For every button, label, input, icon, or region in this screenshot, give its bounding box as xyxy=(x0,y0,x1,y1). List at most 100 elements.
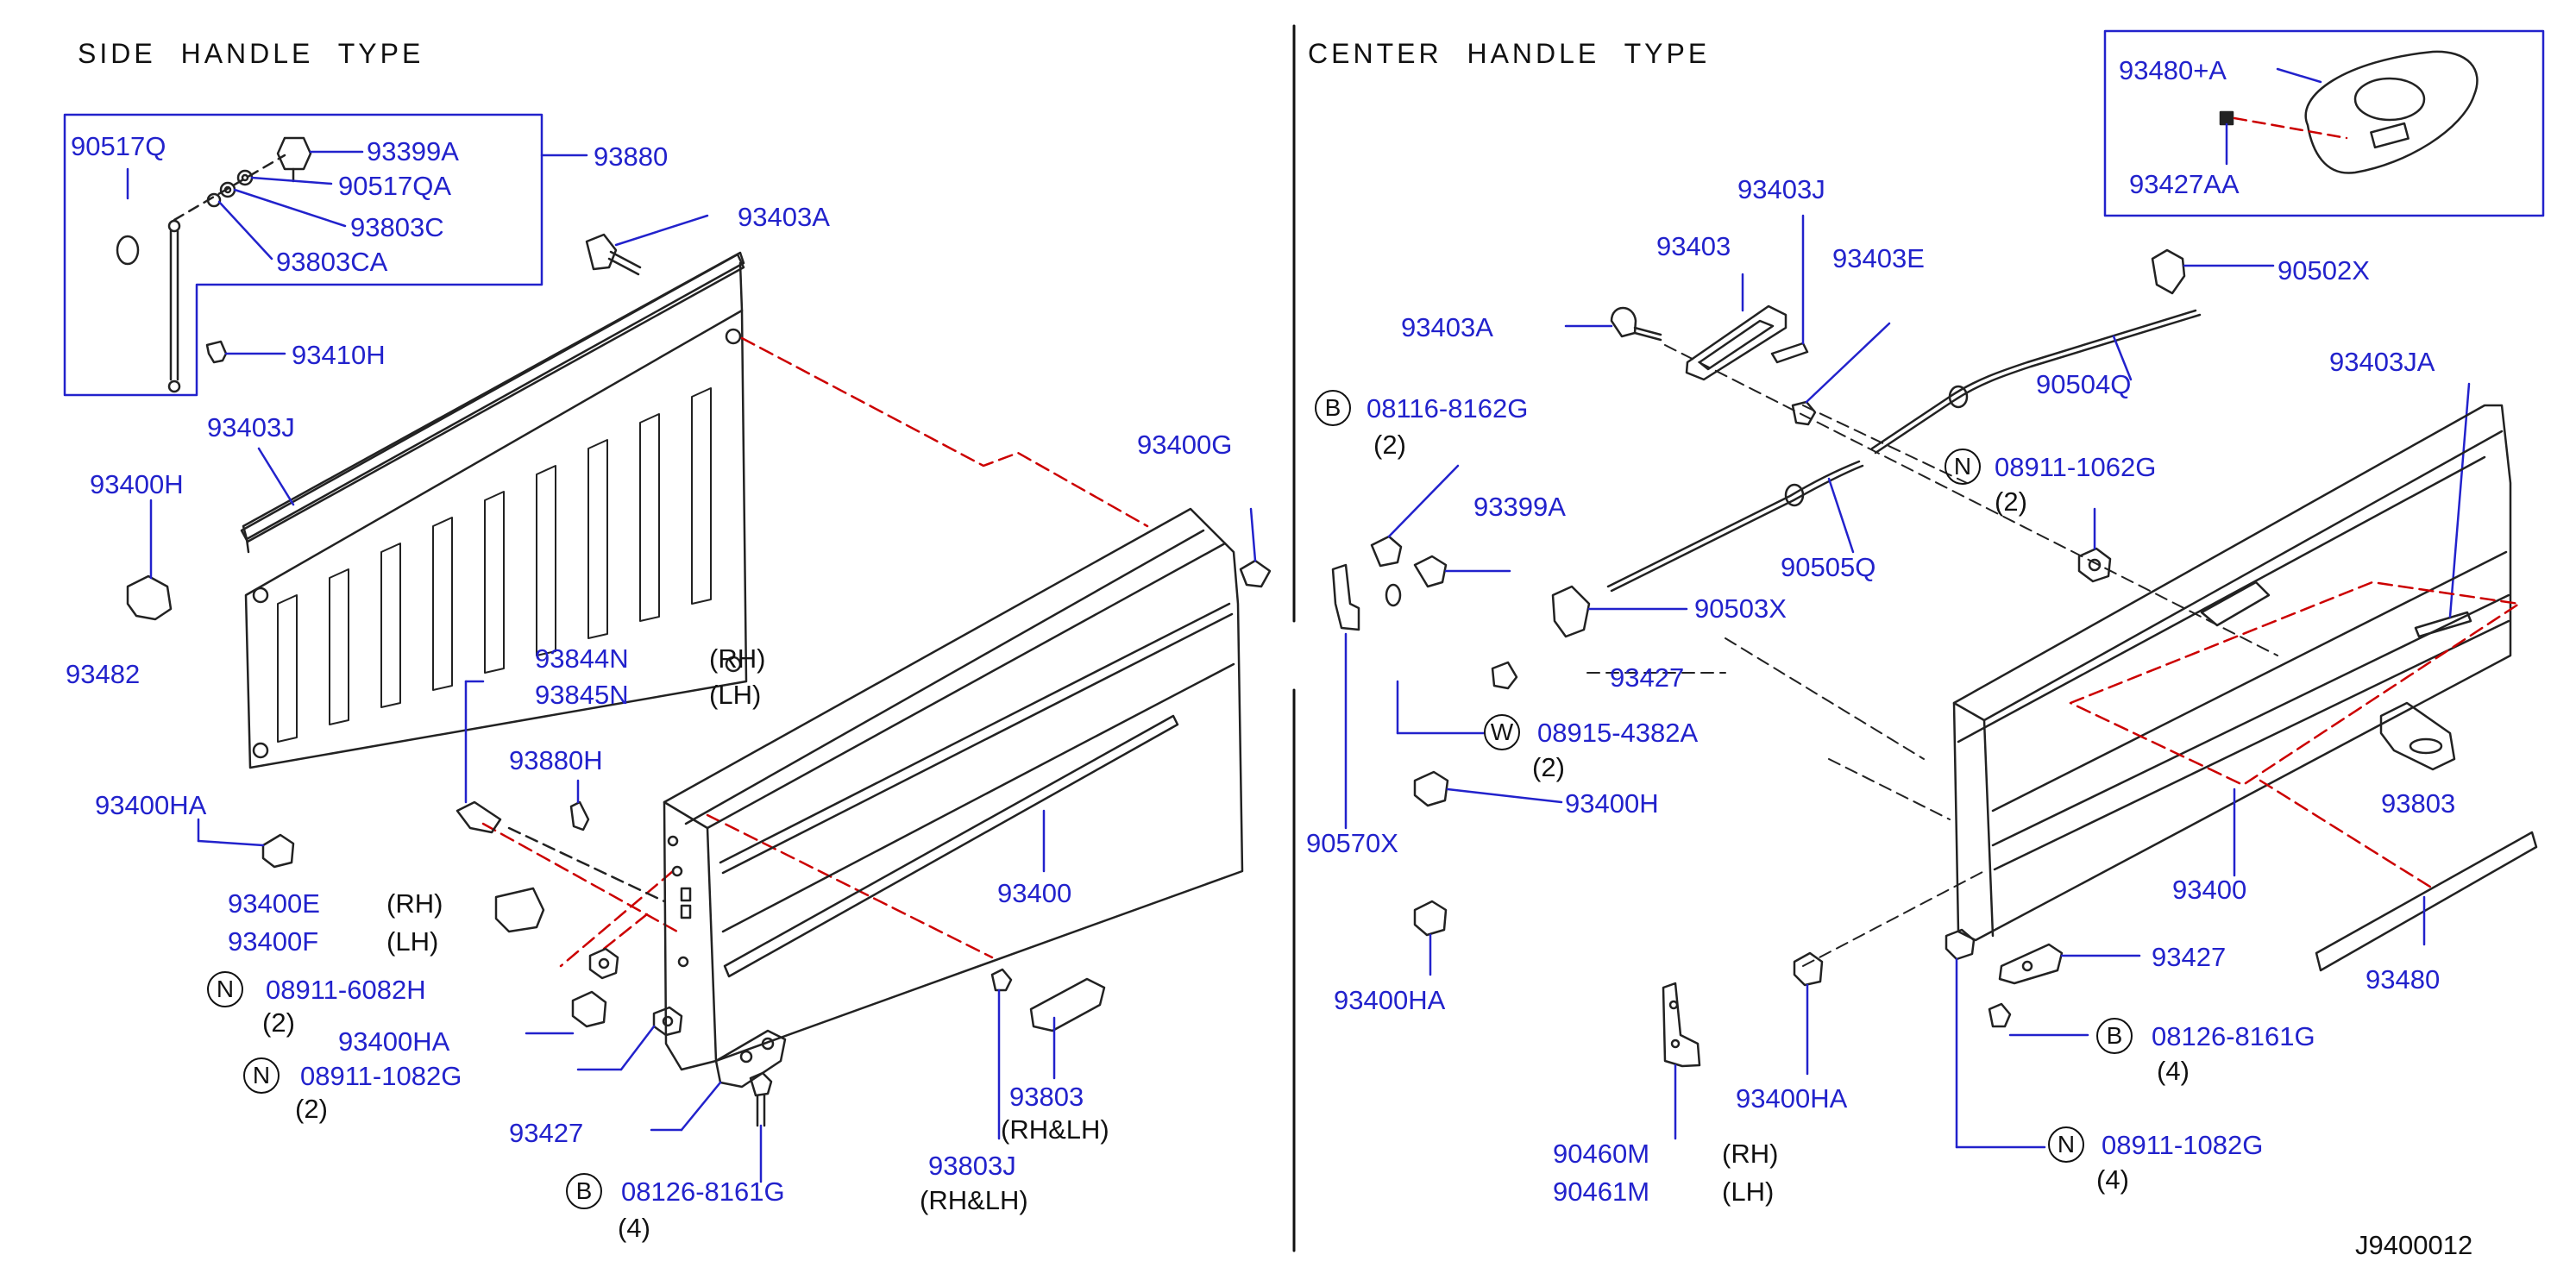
bracket-90570X xyxy=(1331,563,1360,830)
part-93803[interactable]: 93803 xyxy=(1009,1082,1084,1112)
part-08911-1082G-center[interactable]: 08911-1082G xyxy=(2102,1130,2264,1160)
qty-b-1: (4) xyxy=(618,1213,650,1243)
symbol-n-3: N xyxy=(1945,449,1981,485)
part-93400HA-center-a[interactable]: 93400HA xyxy=(1334,985,1446,1015)
bumper-93400HA-center-b xyxy=(1793,951,1824,1076)
part-90570X[interactable]: 90570X xyxy=(1306,828,1398,858)
nut-08911-1082G xyxy=(576,1006,683,1071)
part-90503X[interactable]: 90503X xyxy=(1694,593,1787,624)
part-93880[interactable]: 93880 xyxy=(594,141,669,172)
part-93399A[interactable]: 93399A xyxy=(367,136,459,166)
part-93403E[interactable]: 93403E xyxy=(1832,243,1925,273)
bumper-93400H-center xyxy=(1413,770,1563,807)
label-rh-b: (RH) xyxy=(386,888,443,919)
hinge-93427 xyxy=(650,1029,787,1132)
part-93400E[interactable]: 93400E xyxy=(228,888,320,919)
part-93844N[interactable]: 93844N xyxy=(535,643,629,674)
part-93400HA-b[interactable]: 93400HA xyxy=(338,1026,450,1057)
part-90517QA[interactable]: 90517QA xyxy=(338,171,451,201)
label-lh-center: (LH) xyxy=(1722,1176,1775,1207)
symbol-b-3: B xyxy=(2096,1018,2133,1054)
label-rhlh-a: (RH&LH) xyxy=(1001,1114,1109,1145)
part-90504Q[interactable]: 90504Q xyxy=(2036,369,2132,399)
qty-n-1: (2) xyxy=(262,1007,295,1038)
part-90502X[interactable]: 90502X xyxy=(2278,255,2370,285)
bolt-93403A xyxy=(585,214,709,276)
tailgate-strut xyxy=(116,154,286,393)
part-93399A-center[interactable]: 93399A xyxy=(1473,492,1566,522)
part-08911-6082H[interactable]: 08911-6082H xyxy=(266,975,426,1005)
part-93400F[interactable]: 93400F xyxy=(228,926,319,957)
part-08116-8162G[interactable]: 08116-8162G xyxy=(1367,393,1529,424)
part-93803C[interactable]: 93803C xyxy=(350,212,444,242)
part-90461M[interactable]: 90461M xyxy=(1553,1176,1650,1207)
part-08126-8161G-center[interactable]: 08126-8161G xyxy=(2152,1021,2315,1051)
symbol-w: W xyxy=(1484,714,1520,750)
handle-93803 xyxy=(1029,977,1106,1080)
part-93880H[interactable]: 93880H xyxy=(509,745,603,775)
clip-93427AA xyxy=(2219,110,2234,126)
part-08126-8161G[interactable]: 08126-8161G xyxy=(621,1176,785,1207)
label-rh-a: (RH) xyxy=(709,643,766,674)
bolt-93399A-center xyxy=(1413,555,1511,588)
part-90517Q[interactable]: 90517Q xyxy=(71,131,166,161)
part-93480[interactable]: 93480 xyxy=(2366,964,2441,995)
part-93403A[interactable]: 93403A xyxy=(738,202,830,232)
emblem-plate xyxy=(2276,50,2479,174)
part-93427[interactable]: 93427 xyxy=(509,1118,584,1148)
part-93403J-center[interactable]: 93403J xyxy=(1737,174,1825,204)
part-93400HA-a[interactable]: 93400HA xyxy=(95,790,207,820)
symbol-b-1: B xyxy=(566,1173,602,1209)
symbol-n-4: N xyxy=(2048,1126,2084,1163)
part-93410H[interactable]: 93410H xyxy=(292,340,386,370)
part-93400H[interactable]: 93400H xyxy=(90,469,184,499)
clip-93403E xyxy=(1791,322,1891,426)
part-93803CA[interactable]: 93803CA xyxy=(276,247,388,277)
label-rhlh-b: (RH&LH) xyxy=(920,1185,1028,1215)
bumper-93400HA-b xyxy=(525,990,607,1035)
part-08911-1062G[interactable]: 08911-1062G xyxy=(1995,452,2157,482)
qty-n-2: (2) xyxy=(295,1094,328,1124)
part-90505Q[interactable]: 90505Q xyxy=(1781,552,1876,582)
bolt-08116-8162G xyxy=(1370,464,1460,568)
part-93403A-center[interactable]: 93403A xyxy=(1401,312,1493,342)
end-cap-93400E xyxy=(494,887,545,933)
bolt-08126-8161G-center xyxy=(1988,1002,2089,1037)
trim-strip-93403J xyxy=(242,251,745,554)
bracket-90460M xyxy=(1662,982,1701,1140)
part-93427-center-b[interactable]: 93427 xyxy=(2152,942,2227,972)
trim-93403J xyxy=(1770,214,1809,364)
diagram-id: J9400012 xyxy=(2355,1230,2473,1260)
qty-n-4: (4) xyxy=(2096,1164,2129,1195)
label-lh-b: (LH) xyxy=(386,926,439,957)
section-header-side: SIDE HANDLE TYPE xyxy=(78,38,424,69)
part-93403[interactable]: 93403 xyxy=(1656,231,1731,261)
part-08911-1082G[interactable]: 08911-1082G xyxy=(300,1061,462,1091)
section-header-center: CENTER HANDLE TYPE xyxy=(1308,38,1711,69)
bumper-93400HA-a xyxy=(197,818,295,869)
part-93400HA-center-b[interactable]: 93400HA xyxy=(1736,1083,1848,1114)
part-08915-4382A[interactable]: 08915-4382A xyxy=(1537,718,1699,748)
part-93427-center[interactable]: 93427 xyxy=(1610,662,1685,693)
part-93482[interactable]: 93482 xyxy=(66,659,141,689)
symbol-n-1: N xyxy=(207,971,243,1007)
bolt-93403A-center xyxy=(1564,306,1662,342)
part-93400[interactable]: 93400 xyxy=(997,878,1072,908)
part-90460M[interactable]: 90460M xyxy=(1553,1139,1650,1169)
part-93845N[interactable]: 93845N xyxy=(535,680,629,710)
part-93400-center[interactable]: 93400 xyxy=(2172,875,2247,905)
part-93403J[interactable]: 93403J xyxy=(207,412,295,442)
part-93803-center[interactable]: 93803 xyxy=(2381,788,2456,819)
lock-90502X xyxy=(2151,248,2275,295)
part-93400G[interactable]: 93400G xyxy=(1137,430,1233,460)
part-93803J[interactable]: 93803J xyxy=(928,1151,1016,1181)
part-93427AA[interactable]: 93427AA xyxy=(2129,169,2240,199)
label-rh-center: (RH) xyxy=(1722,1139,1779,1169)
part-93480A[interactable]: 93480+A xyxy=(2119,55,2227,85)
part-93403JA[interactable]: 93403JA xyxy=(2329,347,2435,377)
part-93400H-center[interactable]: 93400H xyxy=(1565,788,1659,819)
nut-08911-6082H xyxy=(588,947,619,980)
rod-90505Q xyxy=(1606,460,1864,593)
label-lh-a: (LH) xyxy=(709,680,762,710)
